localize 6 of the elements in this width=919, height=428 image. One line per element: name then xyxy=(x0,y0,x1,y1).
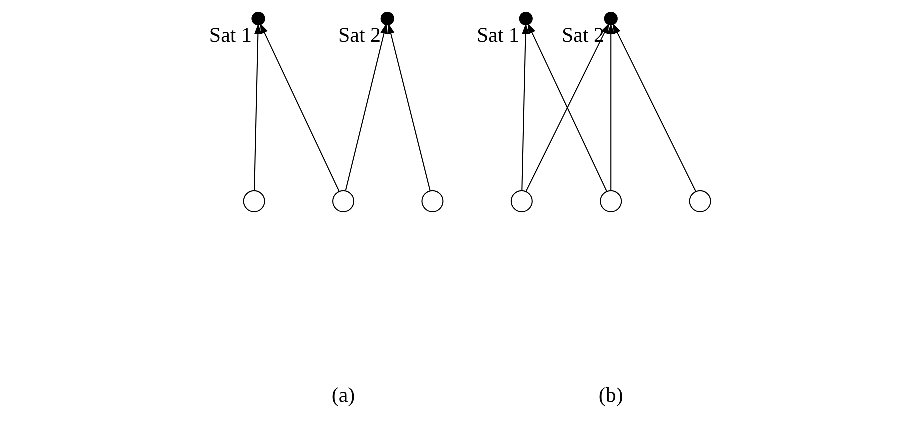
label: (b) xyxy=(598,382,623,407)
node-label: Sat 2 xyxy=(338,22,381,47)
node-label: Sat 1 xyxy=(208,22,252,47)
label: (a) xyxy=(331,382,355,407)
node-label: Sat 1 xyxy=(476,22,520,47)
node-label: Sat 2 xyxy=(562,22,604,47)
